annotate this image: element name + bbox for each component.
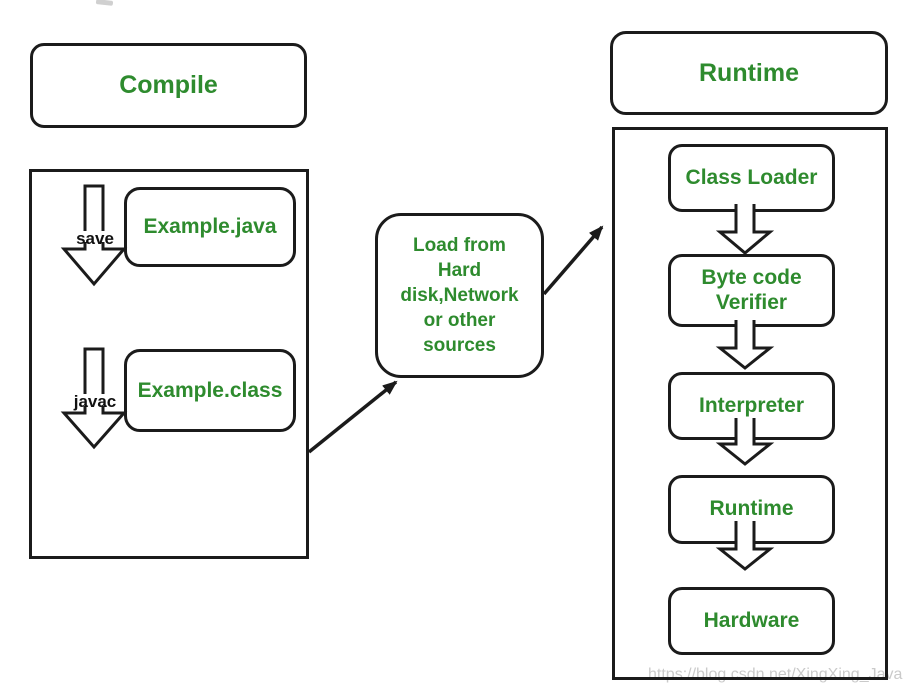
load-source-line: or other [423, 310, 496, 332]
runtime-container [612, 127, 888, 680]
hardware-label: Hardware [703, 608, 800, 632]
loader-to-runtime-arrow-icon [542, 225, 604, 296]
compile-title-label: Compile [119, 71, 218, 99]
compile-to-loader-arrow-icon [307, 380, 398, 454]
runtime-stage-box: Runtime [668, 475, 835, 544]
interpreter-box: Interpreter [668, 372, 835, 440]
load-source-line: disk,Network [400, 284, 519, 306]
runtime-title-label: Runtime [699, 58, 799, 87]
class-loader-box: Class Loader [668, 144, 835, 212]
byte-code-verifier-box: Byte code Verifier [668, 254, 835, 327]
hardware-box: Hardware [668, 587, 835, 655]
runtime-title-box: Runtime [610, 31, 888, 115]
example-class-box: Example.class [124, 349, 296, 432]
example-java-label: Example.java [143, 215, 277, 238]
scan-artifact-speck [95, 0, 114, 6]
load-source-line: Hard [437, 259, 482, 281]
save-label: save [76, 229, 114, 248]
class-loader-label: Class Loader [685, 165, 818, 189]
javac-label: javac [73, 392, 117, 411]
example-class-label: Example.class [137, 378, 283, 402]
load-source-line: sources [423, 335, 496, 357]
load-source-box: Load from Hard disk,Network or other sou… [375, 213, 544, 378]
example-java-box: Example.java [124, 187, 296, 267]
byte-code-verifier-label: Byte code Verifier [701, 266, 802, 314]
compile-container [29, 169, 309, 559]
compile-title-box: Compile [30, 43, 307, 128]
runtime-stage-label: Runtime [709, 497, 794, 521]
load-source-line: Load from [413, 234, 506, 256]
interpreter-label: Interpreter [698, 393, 805, 417]
